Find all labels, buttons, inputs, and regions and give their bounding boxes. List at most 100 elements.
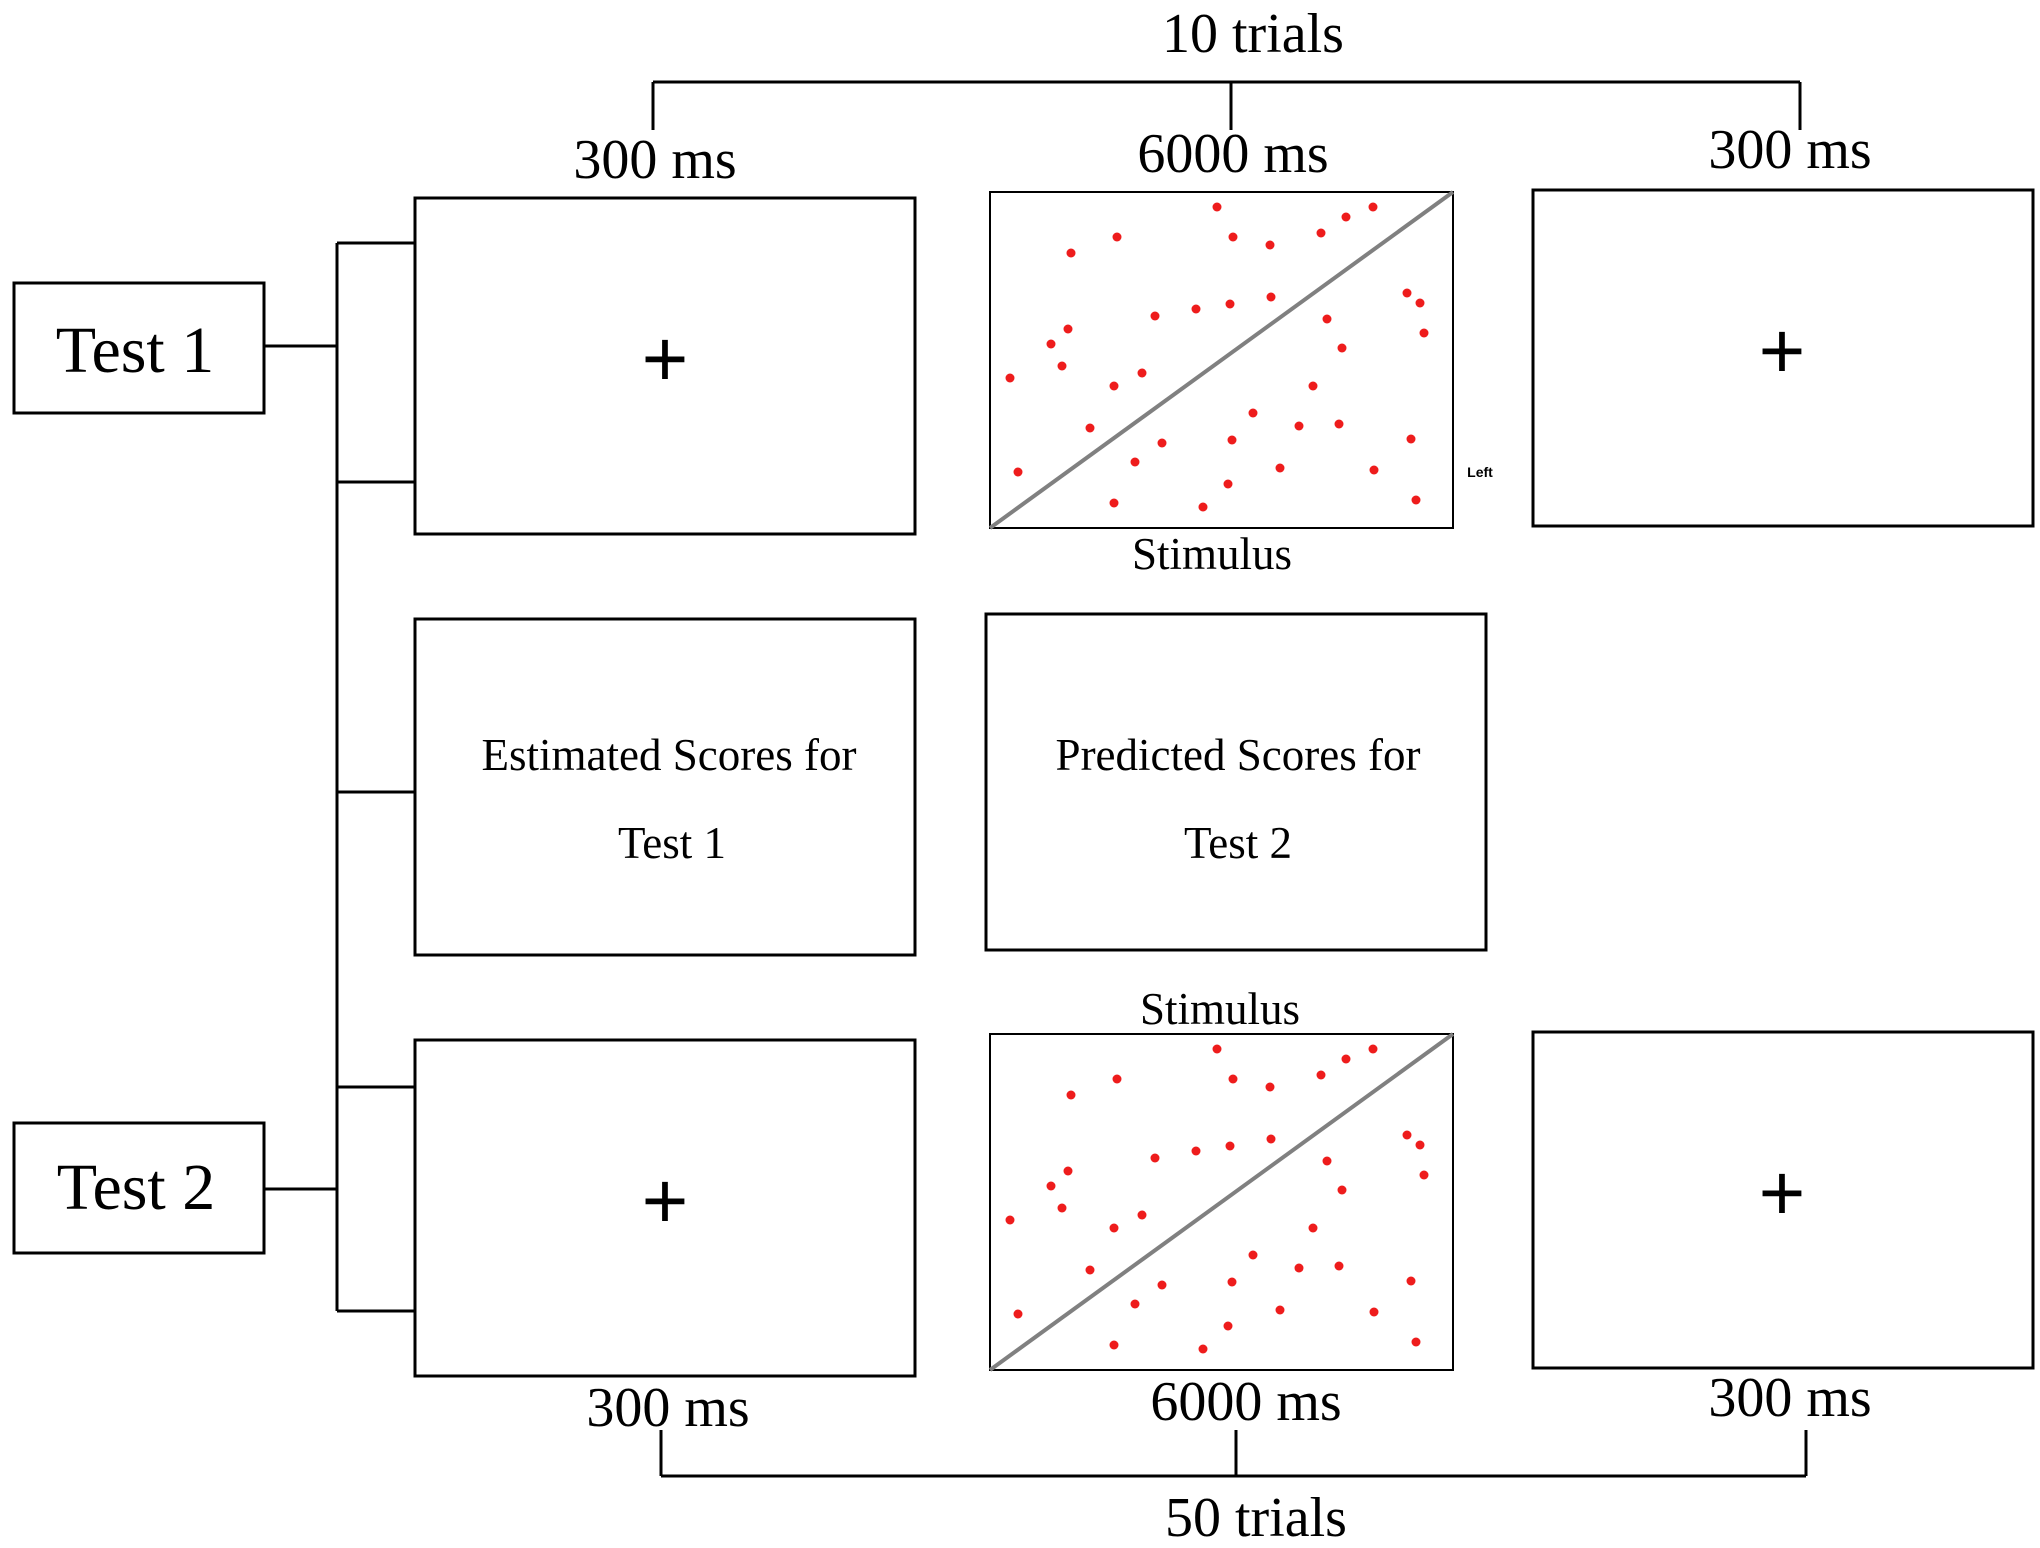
stimulus-dot [1150,311,1160,321]
stimulus-diagonal [988,190,1455,530]
stimulus-dot [1402,288,1412,298]
side-label: Left [1467,464,1493,480]
stimulus-dot [1419,1170,1429,1180]
stimulus-dots [1005,1044,1429,1354]
stimulus-dot [1109,1340,1119,1350]
stimulus-dot [1063,324,1073,334]
bottom-duration-middle: 6000 ms [1150,1371,1341,1433]
stimulus-dot [1046,339,1056,349]
stimulus-dot [1265,1082,1275,1092]
test-2-stimulus-label: Stimulus [1140,984,1300,1034]
stimulus-dot [1419,328,1429,338]
stimulus-dot [1057,361,1067,371]
stimulus-dot [1316,228,1326,238]
stimulus-dot [1212,1044,1222,1054]
stimulus-dot [1191,1146,1201,1156]
stimulus-dot [1112,232,1122,242]
test-1-fixation-frame-right [1531,188,2035,528]
top-duration-left: 300 ms [573,129,736,191]
bottom-duration-right: 300 ms [1708,1367,1871,1429]
fixation-cross: + [1759,306,1806,395]
stimulus-dot [1225,1141,1235,1151]
stimulus-dot [1013,467,1023,477]
stimulus-dot [1157,438,1167,448]
predicted-scores-line-2: Test 2 [1184,818,1292,868]
top-duration-right: 300 ms [1708,119,1871,181]
bottom-duration-left: 300 ms [586,1377,749,1439]
test-1-box [12,281,266,415]
stimulus-dot [1005,1215,1015,1225]
stimulus-dot [1228,232,1238,242]
test-2-fixation-frame-left [413,1038,917,1378]
stimulus-dot [1368,202,1378,212]
estimated-scores-box [413,617,917,957]
stimulus-dot [1334,1261,1344,1271]
test-1-label: Test 1 [56,314,215,387]
stimulus-dot [1337,1185,1347,1195]
stimulus-dot [1085,1265,1095,1275]
stimulus-dot [1225,299,1235,309]
connector-tree [264,241,415,1313]
top-trial-bracket [651,80,1802,130]
test-2-label: Test 2 [57,1151,216,1224]
stimulus-dot [1402,1130,1412,1140]
stimulus-dot [1322,1156,1332,1166]
stimulus-dot [1191,304,1201,314]
fixation-cross: + [1759,1148,1806,1237]
stimulus-dot [1109,381,1119,391]
stimulus-dot [1406,1276,1416,1286]
stimulus-dot [1415,298,1425,308]
bottom-trial-bracket [659,1430,1808,1478]
stimulus-dot [1341,212,1351,222]
stimulus-dot [1137,368,1147,378]
stimulus-dot [1275,463,1285,473]
stimulus-dot [1150,1153,1160,1163]
stimulus-dot [1046,1181,1056,1191]
stimulus-dot [1112,1074,1122,1084]
stimulus-dot [1266,292,1276,302]
stimulus-dot [1005,373,1015,383]
stimulus-dots [1005,202,1429,512]
stimulus-dot [1223,479,1233,489]
stimulus-dot [1109,1223,1119,1233]
stimulus-dot [1406,434,1416,444]
bottom-trials-label: 50 trials [1165,1487,1347,1548]
stimulus-dot [1415,1140,1425,1150]
top-trials-label: 10 trials [1162,3,1344,65]
stimulus-dot [1130,457,1140,467]
test-2-fixation-frame-right [1531,1030,2035,1370]
stimulus-dot [1266,1134,1276,1144]
stimulus-dot [1248,1250,1258,1260]
stimulus-dot [1212,202,1222,212]
stimulus-dot [1057,1203,1067,1213]
stimulus-dot [1227,435,1237,445]
stimulus-dot [1316,1070,1326,1080]
stimulus-dot [1308,1223,1318,1233]
stimulus-dot [1368,1044,1378,1054]
stimulus-dot [1369,465,1379,475]
stimulus-dot [1137,1210,1147,1220]
stimulus-diagonal [988,1032,1455,1372]
test-2-box [12,1121,266,1255]
stimulus-dot [1265,240,1275,250]
stimulus-dot [1294,1263,1304,1273]
stimulus-dot [1109,498,1119,508]
test-1-stimulus-label: Stimulus [1132,529,1292,579]
stimulus-dot [1227,1277,1237,1287]
stimulus-dot [1369,1307,1379,1317]
stimulus-dot [1322,314,1332,324]
stimulus-dot [1337,343,1347,353]
stimulus-dot [1248,408,1258,418]
predicted-scores-box [984,612,1488,952]
stimulus-dot [1157,1280,1167,1290]
stimulus-dot [1308,381,1318,391]
stimulus-dot [1411,1337,1421,1347]
stimulus-dot [1130,1299,1140,1309]
fixation-cross: + [642,1156,689,1245]
top-duration-middle: 6000 ms [1137,123,1328,185]
stimulus-dot [1411,495,1421,505]
predicted-scores-line-1: Predicted Scores for [1056,730,1421,780]
stimulus-dot [1066,1090,1076,1100]
fixation-cross: + [642,314,689,403]
